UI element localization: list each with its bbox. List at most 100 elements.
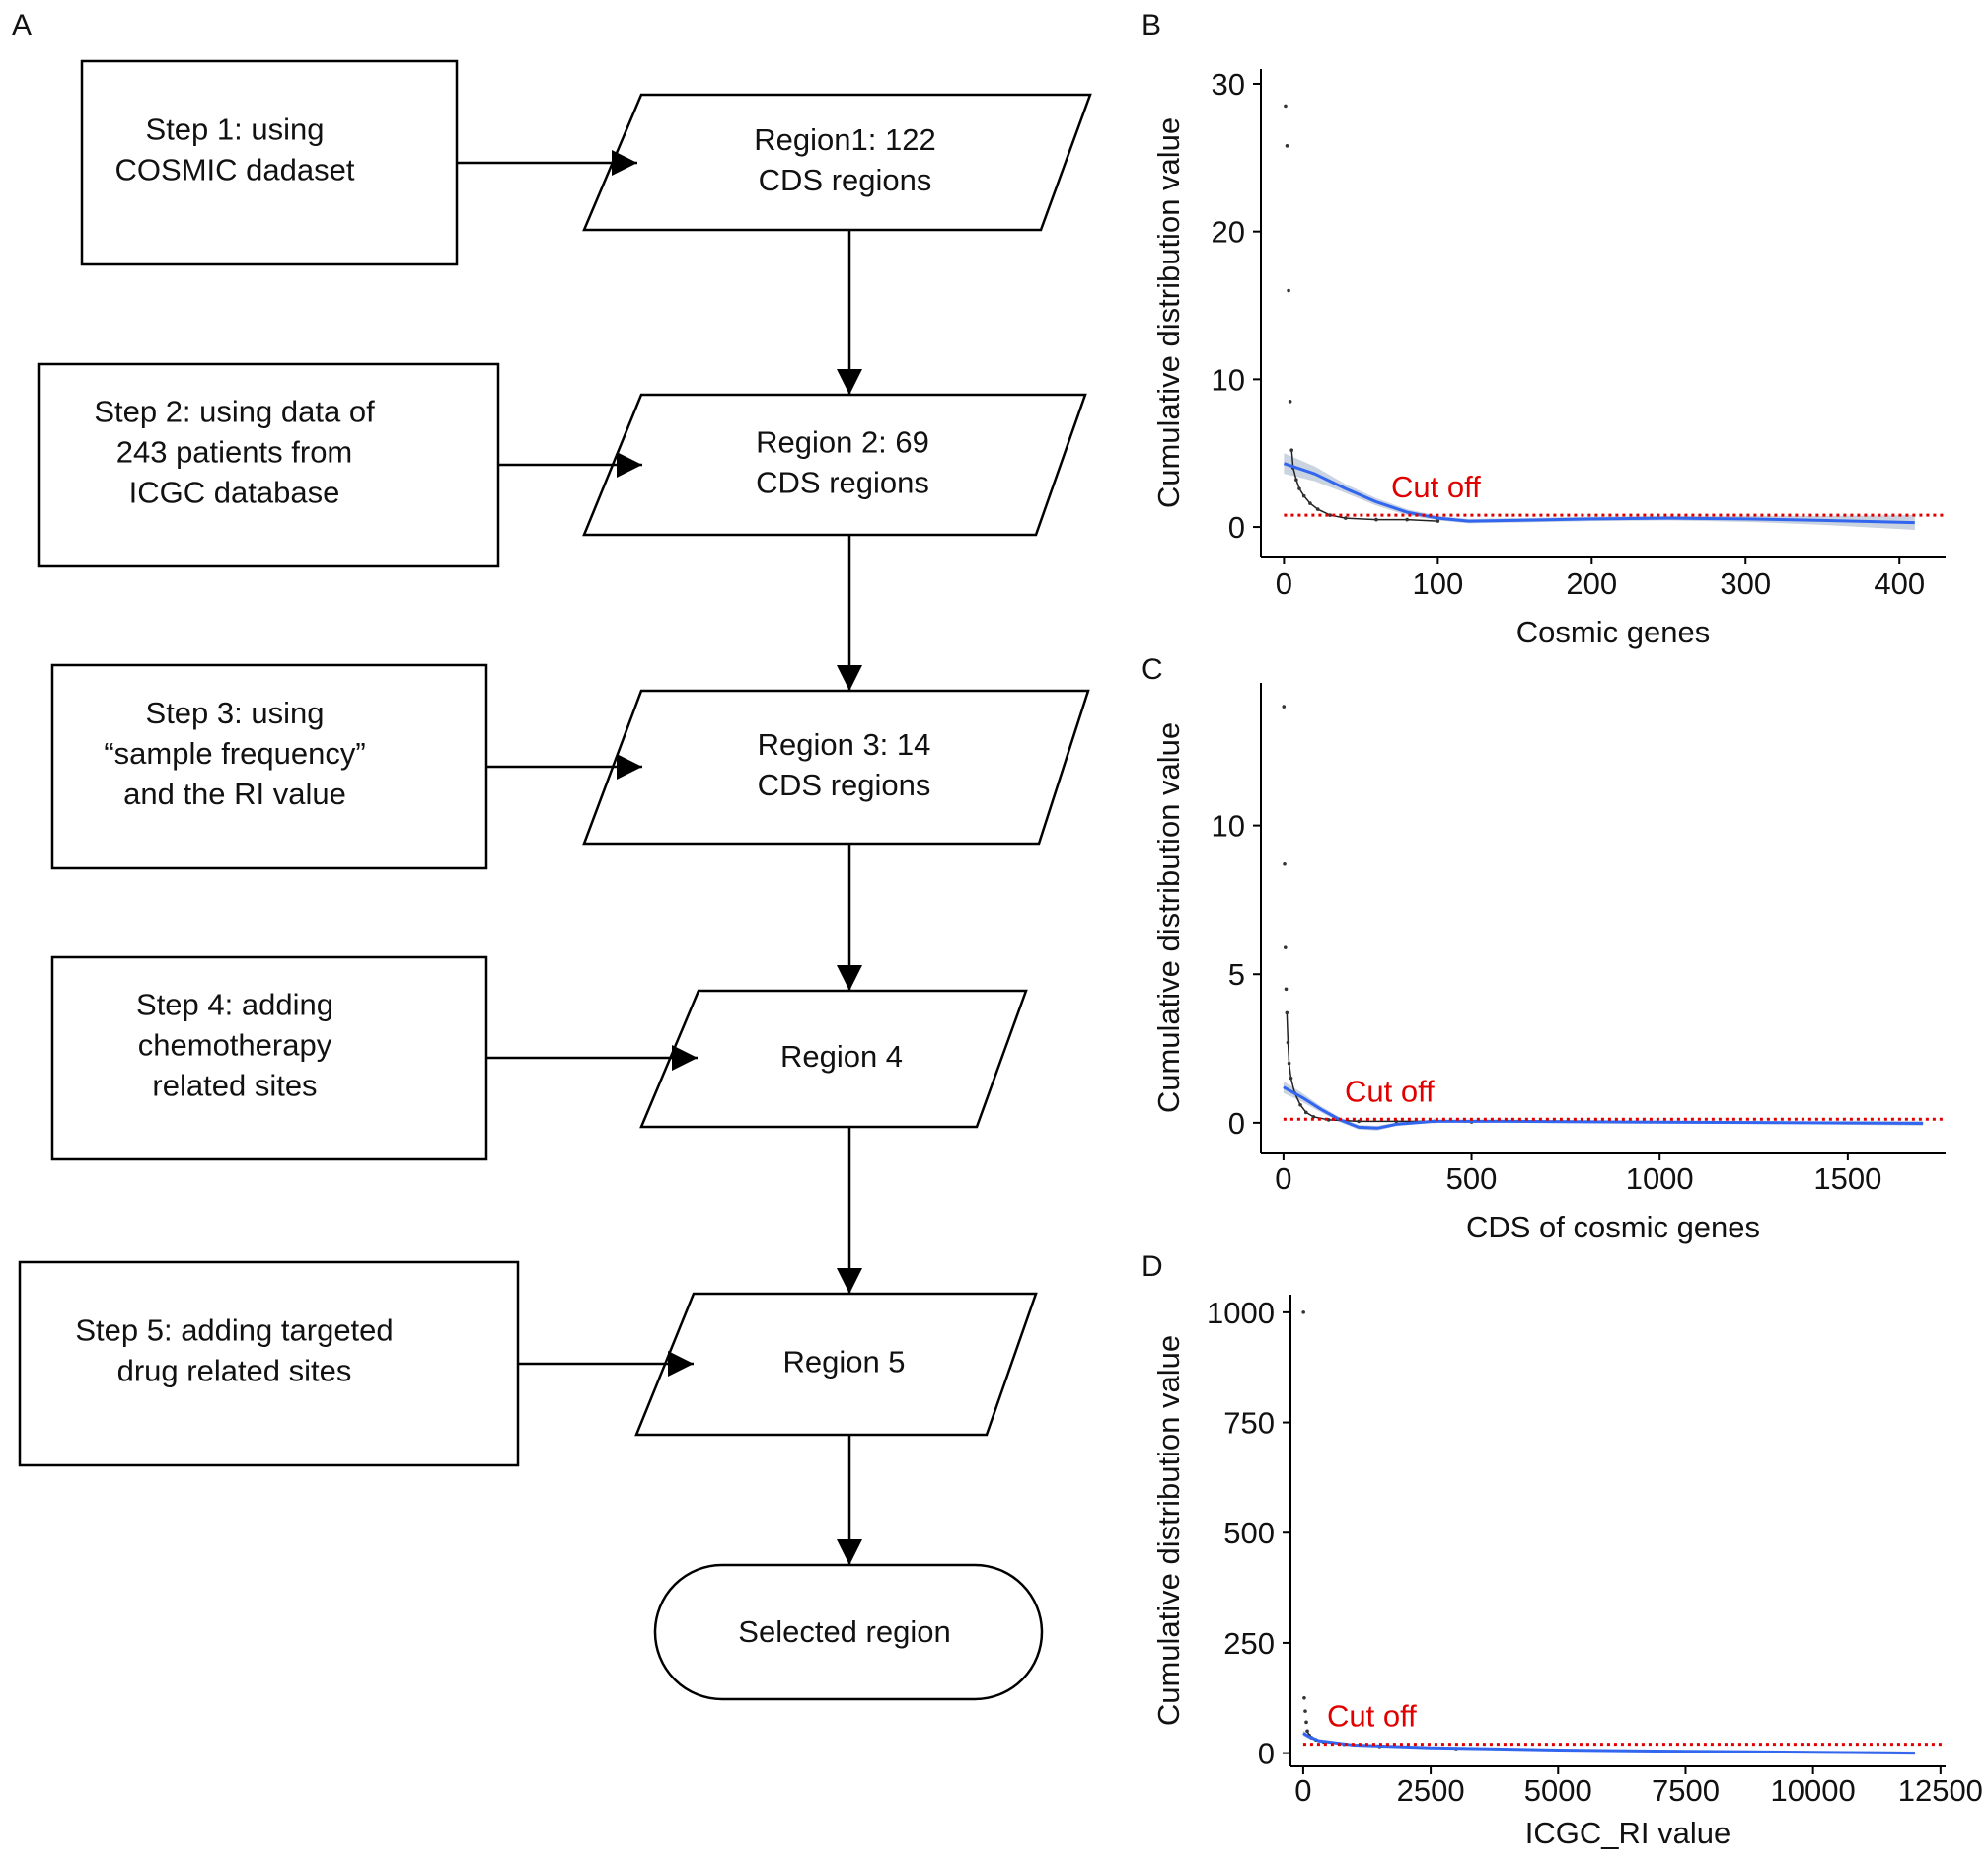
x-tick-label: 12500 [1898,1773,1983,1808]
region-3-text-line: Region 3: 14 [758,727,931,762]
region-5-shape [634,1292,1038,1437]
region-2-text-line: Region 2: 69 [756,425,929,460]
data-point [1343,516,1348,520]
step-5-box [18,1260,520,1467]
data-point [1311,1115,1316,1119]
panel-label-b: B [1141,9,1161,41]
data-point [1328,513,1332,517]
region-1-shape [582,93,1092,232]
step-5-text-line: Step 5: adding targeted [75,1313,393,1348]
x-tick-label: 0 [1276,566,1292,601]
x-tick-label: 400 [1874,566,1925,601]
y-tick-label: 30 [1212,67,1245,102]
x-tick-label: 1500 [1813,1161,1881,1196]
y-tick-label: 1000 [1207,1296,1275,1330]
x-axis-title: CDS of cosmic genes [1466,1210,1760,1244]
x-tick-label: 500 [1446,1161,1498,1196]
step-4-text-line: Step 4: adding [136,988,333,1022]
smooth-line [1302,1732,1916,1755]
panel-label-d: D [1141,1250,1163,1283]
data-point [1304,1720,1308,1725]
data-point [1282,705,1287,709]
data-point [1405,517,1409,522]
step-3-box [50,663,488,870]
data-point [1297,486,1301,490]
data-point [1302,1695,1306,1700]
x-axis-title: ICGC_RI value [1525,1816,1730,1850]
step-2-text-line: 243 patients from [116,435,353,470]
data-point [1301,1310,1305,1314]
region-1-text-line: CDS regions [759,163,932,197]
step-2-text-line: Step 2: using data of [94,395,375,429]
step-2-text-line: ICGC database [129,476,340,510]
data-point [1289,1076,1293,1081]
panel-label-c: C [1141,653,1163,686]
data-point [1283,861,1287,866]
data-point [1436,519,1440,523]
smooth-line [1283,462,1915,525]
x-tick-label: 1000 [1626,1161,1694,1196]
y-tick-label: 0 [1228,510,1245,545]
y-tick-label: 10 [1212,809,1245,844]
data-point [1285,1010,1289,1015]
step-4-text-line: chemotherapy [138,1028,332,1063]
data-point [1284,987,1289,992]
x-tick-label: 0 [1294,1773,1311,1808]
smooth-line [1283,1085,1924,1130]
x-tick-label: 0 [1275,1161,1291,1196]
region-2-shape [582,393,1087,537]
data-point [1287,1061,1291,1066]
x-axis-title: Cosmic genes [1516,615,1710,649]
data-point [1308,501,1312,505]
y-axis-title: Cumulative distribution value [1151,1335,1186,1726]
step-2-box [37,362,500,568]
data-point [1374,517,1378,522]
region-4-text-line: Region 4 [780,1039,903,1074]
step-4-box [50,955,488,1161]
region-4-shape [639,989,1028,1129]
cutoff-label: Cut off [1345,1074,1435,1108]
panel-label-a: A [12,9,32,41]
y-tick-label: 5 [1228,957,1245,992]
cutoff-label: Cut off [1327,1699,1417,1734]
cutoff-label: Cut off [1391,470,1481,504]
x-tick-label: 10000 [1771,1773,1856,1808]
region-5-text-line: Region 5 [782,1345,905,1380]
region-2-text-line: CDS regions [756,466,929,500]
data-point [1315,507,1320,511]
y-axis-title: Cumulative distribution value [1151,722,1186,1113]
x-tick-label: 2500 [1397,1773,1465,1808]
step-1-text-line: Step 1: using [146,112,325,147]
region-3-shape [582,689,1090,846]
step-1-text-line: COSMIC dadaset [115,153,355,187]
data-point [1284,104,1288,109]
data-trace [1290,450,1438,522]
y-tick-label: 20 [1212,215,1245,250]
step-3-text-line: “sample frequency” [104,736,365,771]
x-tick-label: 5000 [1524,1773,1592,1808]
data-point [1303,1110,1308,1115]
x-tick-label: 300 [1720,566,1771,601]
y-axis-title: Cumulative distribution value [1151,117,1186,508]
data-point [1283,945,1288,949]
x-tick-label: 100 [1412,566,1463,601]
y-tick-label: 0 [1228,1106,1245,1141]
terminal-label: Selected region [738,1614,950,1649]
x-tick-label: 7500 [1652,1773,1720,1808]
data-point [1289,448,1293,453]
y-tick-label: 0 [1258,1737,1275,1771]
data-point [1303,1709,1307,1713]
step-5-text-line: drug related sites [117,1354,352,1388]
data-point [1305,1729,1309,1734]
y-tick-label: 10 [1212,362,1245,397]
data-point [1294,478,1298,482]
y-tick-label: 250 [1223,1626,1275,1661]
y-tick-label: 500 [1223,1516,1275,1550]
